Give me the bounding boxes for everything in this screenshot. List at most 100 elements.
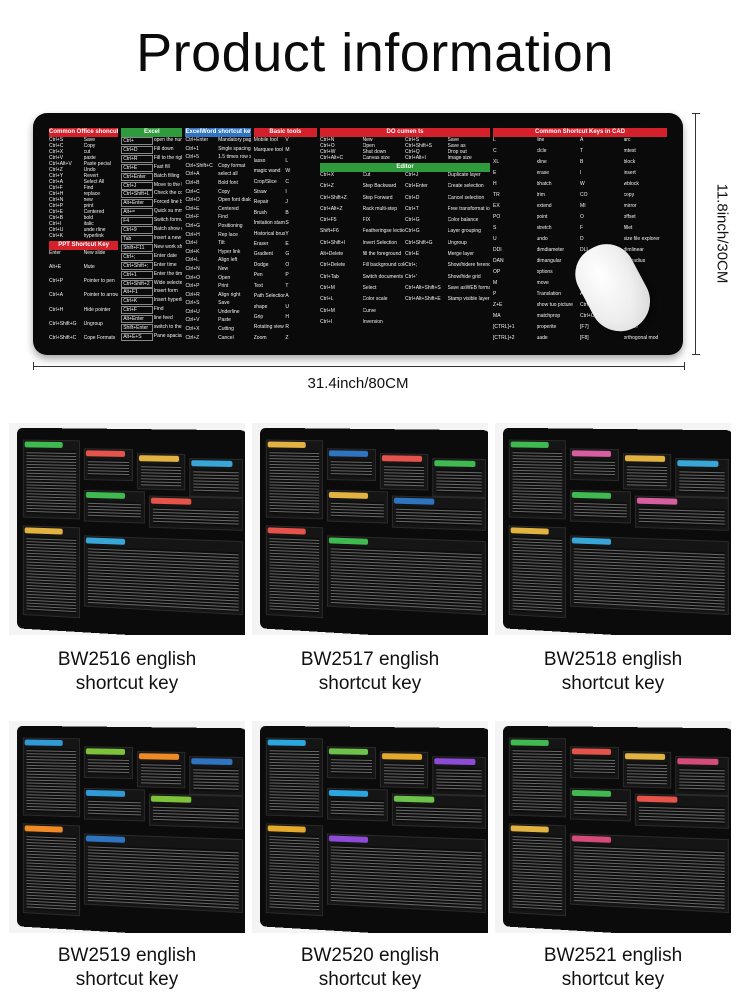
block-text-lines <box>436 767 482 792</box>
shortcut-cell: Ctrl+E <box>185 205 200 212</box>
shortcut-cell: Ctrl+I <box>320 318 333 325</box>
shortcut-cell: new <box>83 197 93 203</box>
block-text-lines <box>330 798 384 818</box>
shortcut-block <box>83 448 133 482</box>
shortcut-cell: Ctrl+T <box>405 205 419 212</box>
shortcut-cell: Ctrl+O <box>320 143 335 149</box>
shortcut-cell: Ctrl+M <box>320 284 335 291</box>
block-text-lines <box>573 798 627 818</box>
shortcut-block <box>22 823 81 917</box>
shortcut-cell: New work sheet <box>153 243 183 250</box>
block-header-band <box>510 825 549 833</box>
shortcut-cell: Ctrl+Alt+C <box>320 155 344 161</box>
shortcut-cell: B <box>285 209 289 216</box>
block-header-band <box>677 460 719 468</box>
shortcut-cell: Ctrl+Shift+2 <box>121 279 153 288</box>
column-header: Common Shortcut Keys in CAD <box>493 128 668 137</box>
block-text-lines <box>193 469 239 494</box>
shortcut-cell: cut <box>83 149 91 155</box>
block-text-lines <box>512 748 563 814</box>
shortcut-cell: Ctrl+F <box>49 185 63 191</box>
shortcut-cell: Ctrl+Alt+I <box>405 155 426 161</box>
block-text-lines <box>269 748 320 814</box>
shortcut-cell: 1.5 times row spacing <box>218 154 251 161</box>
shortcut-cell: size file explorer <box>623 236 660 242</box>
shortcut-cell: Ctrl+; <box>121 252 153 261</box>
shortcut-cell: W <box>285 168 291 175</box>
shortcut-cell: Switch documents <box>362 273 404 280</box>
shortcut-cell: New slide <box>83 250 106 256</box>
shortcut-block <box>634 495 729 531</box>
block-header-band <box>85 835 126 843</box>
column-header: Common Office shoncuts <box>49 128 119 137</box>
shortcut-cell: MI <box>580 203 586 209</box>
shortcut-cell: print <box>83 203 94 209</box>
block-text-lines <box>26 834 77 913</box>
shortcut-cell: Alt+Delete <box>320 251 344 258</box>
block-text-lines <box>140 762 182 785</box>
shortcut-cell: Ctrl+S <box>49 137 64 143</box>
shortcut-cell: Shift+F6 <box>320 228 339 235</box>
shortcut-cell: Ctrl+J <box>121 181 153 190</box>
block-text-lines <box>395 804 482 825</box>
shortcut-cell: D <box>580 236 584 242</box>
column-header: ExcelWord shortcut key <box>185 128 251 137</box>
shortcut-cell: Forced line break <box>153 199 183 206</box>
block-header-band <box>624 753 666 760</box>
shortcut-cell: O <box>580 214 584 220</box>
shortcut-cell: Color scale <box>362 296 388 303</box>
shortcut-cell: Single spacing <box>218 145 251 152</box>
shortcut-cell: R <box>285 324 289 331</box>
shortcut-cell: Ctrl+W <box>320 149 336 155</box>
shortcut-cell: Ctrl+X <box>320 172 335 178</box>
shortcut-cell: Ctrl+Y <box>49 173 64 179</box>
shortcut-cell: Ctrl+Z <box>185 334 200 341</box>
shortcut-cell: Cancel <box>218 334 234 341</box>
shortcut-cell: C <box>493 148 497 154</box>
shortcut-cell: Ctrl+C <box>49 143 64 149</box>
shortcut-block <box>83 833 243 914</box>
shortcut-cell: Grip <box>253 313 264 320</box>
shortcut-cell: Ctrl+Z <box>49 167 63 173</box>
shortcut-cell: Ctrl+K <box>49 233 64 239</box>
shortcut-cell: Ctrl+C <box>580 313 595 319</box>
block-header-band <box>434 758 476 766</box>
shortcut-cell: stretch <box>536 225 552 231</box>
shortcut-block <box>83 535 243 616</box>
shortcut-cell: Centered <box>218 205 239 212</box>
block-header-band <box>24 825 63 833</box>
shortcut-cell: Ctrl+; <box>405 262 418 269</box>
block-header-band <box>24 739 63 746</box>
product-tile <box>9 423 245 635</box>
product-tile <box>252 721 488 933</box>
block-text-lines <box>330 844 482 909</box>
shortcut-cell: A <box>285 293 289 300</box>
shortcut-cell: Show/hidere ference lin <box>447 262 490 269</box>
